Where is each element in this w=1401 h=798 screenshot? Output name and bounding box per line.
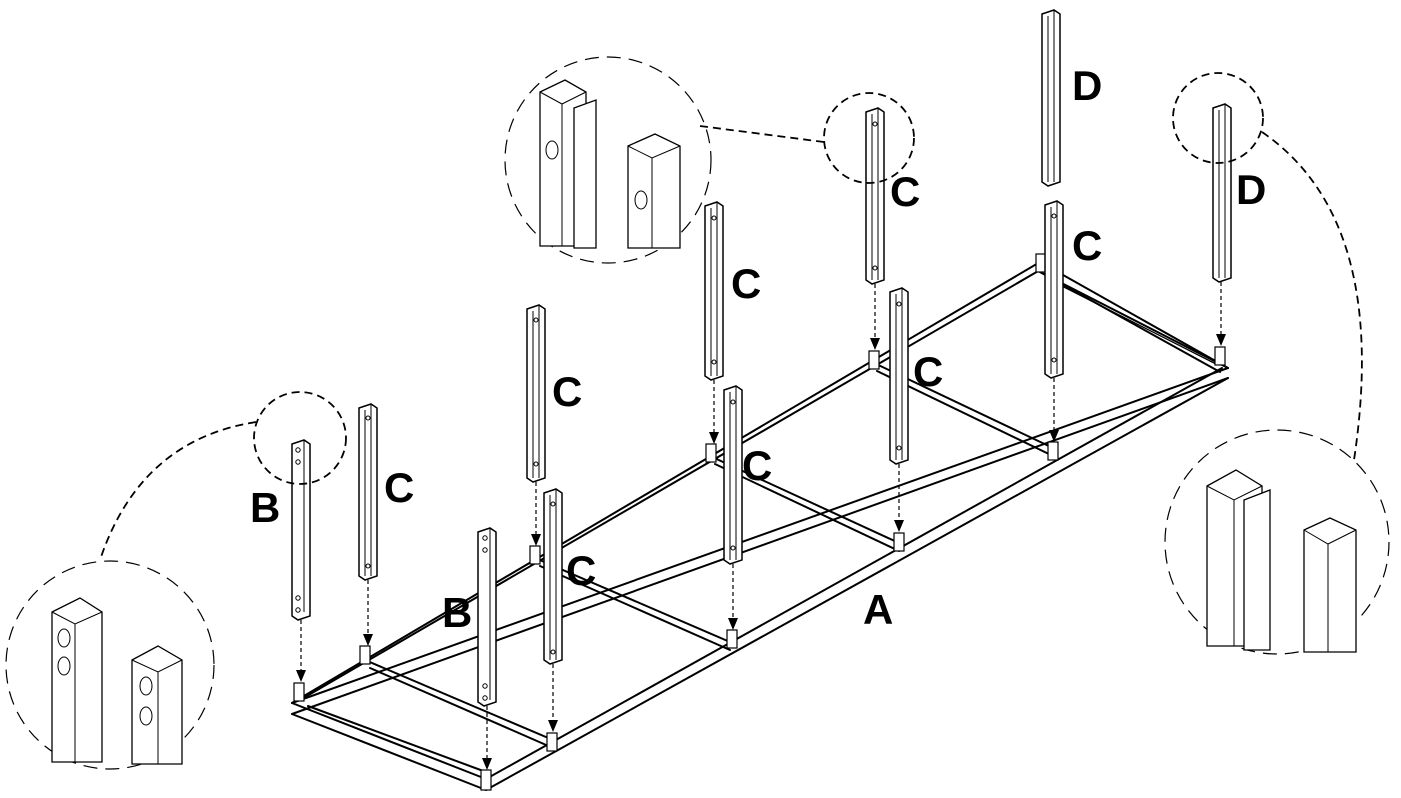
label-post-c-1: C [384, 464, 414, 511]
label-post-c-7: C [913, 348, 943, 395]
post-c-3 [543, 488, 563, 665]
post-c-8 [1044, 200, 1064, 379]
post-d-top [1041, 9, 1061, 187]
label-post-c-6: C [890, 168, 920, 215]
label-post-c-4: C [731, 260, 761, 307]
base-frame [291, 261, 1229, 791]
detail-marker-top [823, 92, 915, 184]
label-post-b-left: B [250, 484, 280, 531]
post-c-2 [526, 304, 546, 483]
post-c-4 [704, 201, 724, 381]
post-c-1 [358, 403, 378, 581]
insertion-arrows [296, 282, 1226, 770]
frame-brackets [293, 253, 1226, 791]
bracket [546, 732, 558, 752]
label-frame-a: A [863, 586, 893, 633]
detail-view-d [1164, 429, 1390, 655]
post-c-5 [723, 385, 743, 565]
label-post-d-right: D [1236, 166, 1266, 213]
bracket [529, 545, 541, 565]
post-b-front [477, 527, 497, 707]
label-post-c-5: C [742, 442, 772, 489]
leader-line-left [99, 421, 257, 561]
detail-view-c [504, 56, 712, 264]
bracket [893, 532, 905, 552]
post-d-right [1212, 103, 1232, 283]
label-post-c-2: C [552, 368, 582, 415]
detail-view-b [5, 560, 215, 770]
bracket [726, 629, 738, 649]
leader-line-right [1261, 131, 1363, 461]
post-b-left [291, 439, 311, 621]
bracket [705, 443, 717, 463]
detail-marker-right [1172, 72, 1264, 164]
label-post-b-front: B [442, 589, 472, 636]
bracket [480, 769, 492, 791]
bracket [1047, 441, 1059, 461]
post-c-7 [889, 287, 909, 465]
label-post-d-top: D [1072, 62, 1102, 109]
bracket [359, 645, 371, 665]
post-c-6 [865, 107, 885, 285]
bracket [293, 682, 305, 702]
leader-line-top [699, 125, 825, 143]
bracket [1214, 346, 1226, 366]
label-post-c-8: C [1072, 222, 1102, 269]
bracket [868, 350, 880, 370]
detail-marker-left [253, 391, 347, 485]
label-post-c-3: C [566, 547, 596, 594]
